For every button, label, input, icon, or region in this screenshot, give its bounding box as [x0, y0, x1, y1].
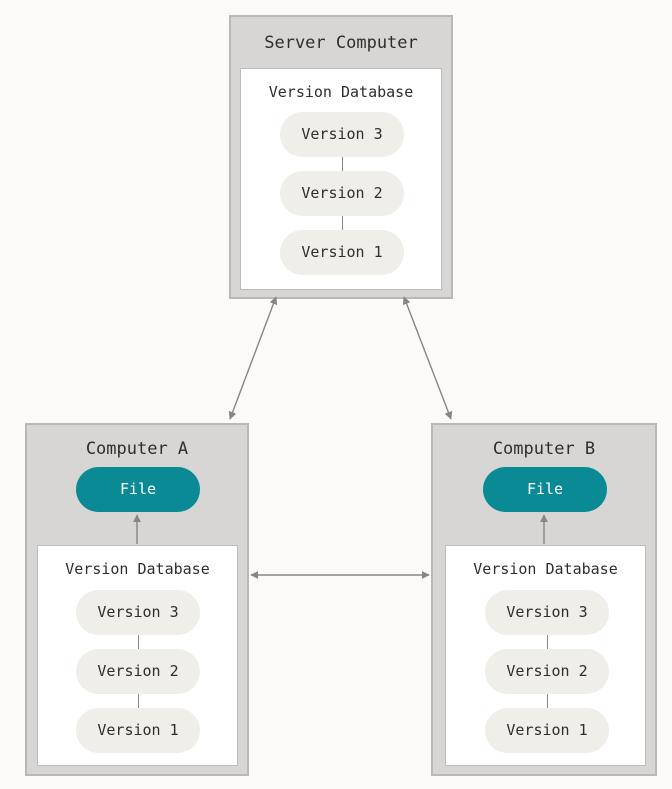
server-computer: Server Computer Version Database Version… — [229, 15, 453, 299]
server-connector — [342, 216, 343, 230]
server-db-title: Version Database — [268, 83, 414, 101]
computer-a-db-title: Version Database — [65, 560, 210, 578]
computer-a-version-1: Version 1 — [76, 708, 200, 753]
computer-b-version-2: Version 2 — [485, 649, 609, 694]
computer-a-connector — [138, 635, 139, 649]
server-to-a-arrow — [228, 296, 278, 420]
server-version-2: Version 2 — [280, 171, 404, 216]
computer-b-db-title: Version Database — [473, 560, 618, 578]
computer-b: Computer B File Version Database Version… — [431, 423, 657, 776]
server-version-1: Version 1 — [280, 230, 404, 275]
computer-a-title: Computer A — [85, 439, 189, 459]
computer-b-version-database: Version Database Version 3 Version 2 Ver… — [445, 545, 646, 766]
computer-b-connector — [547, 635, 548, 649]
computer-a-connector — [138, 694, 139, 708]
computer-b-file: File — [483, 467, 607, 512]
computer-b-version-3: Version 3 — [485, 590, 609, 635]
computer-b-connector — [547, 694, 548, 708]
computer-a-version-3: Version 3 — [76, 590, 200, 635]
server-version-database: Version Database Version 3 Version 2 Ver… — [240, 68, 442, 290]
server-connector — [342, 157, 343, 171]
server-to-b-arrow — [402, 296, 453, 420]
computer-b-version-1: Version 1 — [485, 708, 609, 753]
computer-a-version-2: Version 2 — [76, 649, 200, 694]
server-computer-title: Server Computer — [264, 33, 418, 53]
computer-b-title: Computer B — [492, 439, 596, 459]
computer-a-version-database: Version Database Version 3 Version 2 Ver… — [37, 545, 238, 766]
computer-a: Computer A File Version Database Version… — [25, 423, 249, 776]
server-version-3: Version 3 — [280, 112, 404, 157]
computer-a-file: File — [76, 467, 200, 512]
